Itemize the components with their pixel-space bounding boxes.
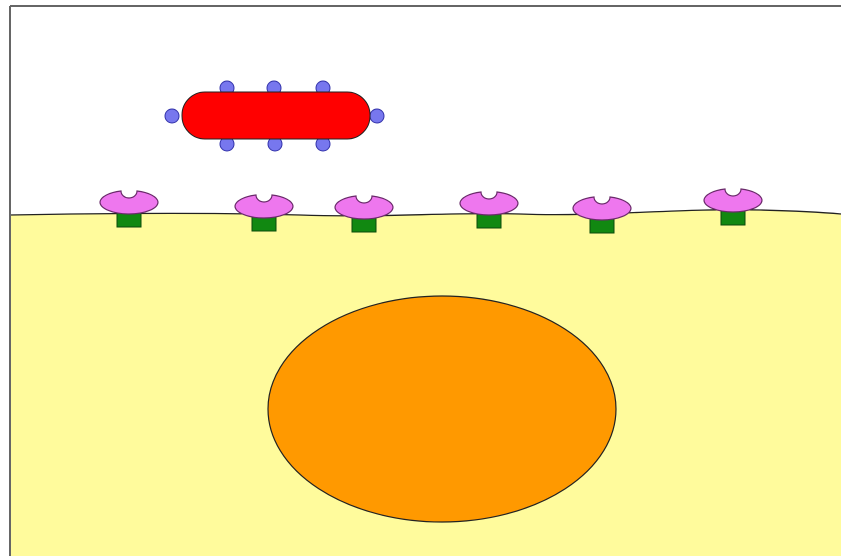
bacterium (165, 81, 384, 151)
receptor-head (704, 189, 762, 212)
bacterium-knob (370, 109, 384, 123)
receptor-head (100, 191, 158, 214)
receptor-head (335, 196, 393, 219)
receptor-head (235, 195, 293, 218)
receptor-head (573, 197, 631, 220)
bacterium-body (182, 92, 370, 139)
bacterium-knob (165, 109, 179, 123)
receptor-head (460, 192, 518, 215)
nucleus (268, 296, 616, 522)
